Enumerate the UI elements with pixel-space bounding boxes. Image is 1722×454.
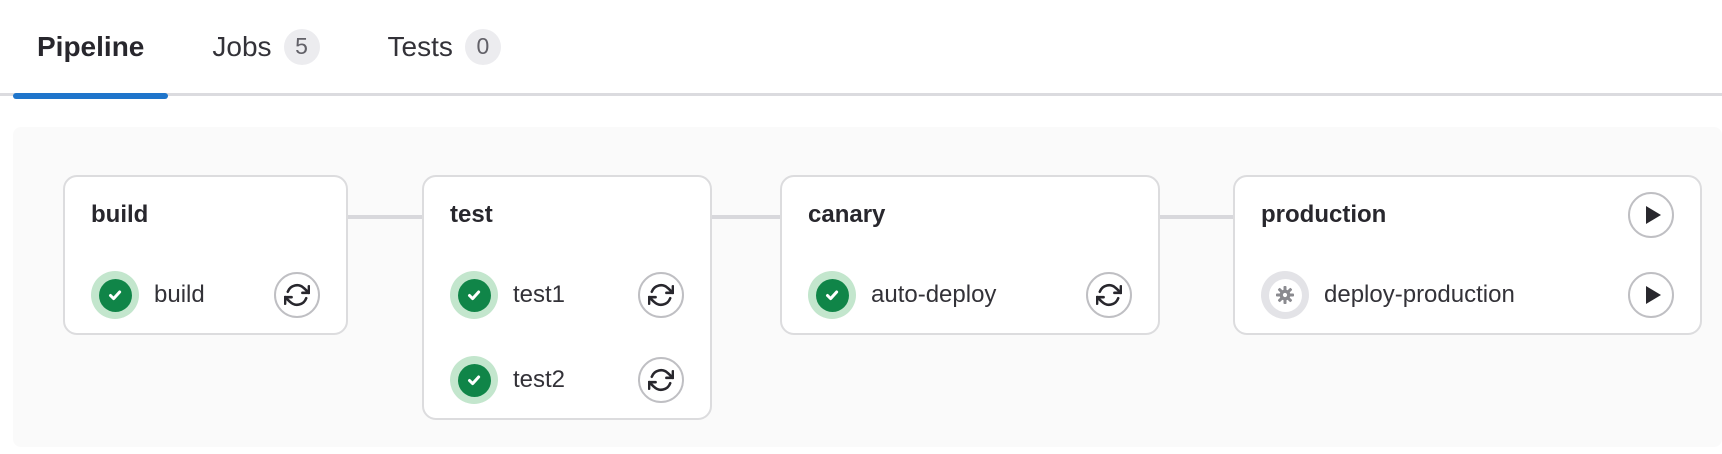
stage-card-canary: canary auto-deploy [780, 175, 1160, 335]
pipeline-graph-panel: build build test [13, 127, 1722, 447]
tests-count-badge: 0 [464, 28, 501, 65]
stage-title: build [91, 201, 149, 228]
job-link[interactable]: test1 [513, 281, 566, 308]
job-link[interactable]: build [154, 281, 205, 308]
retry-job-button[interactable] [638, 272, 684, 318]
job-row: auto-deploy [808, 271, 1132, 319]
retry-icon [648, 368, 674, 392]
retry-job-button[interactable] [274, 272, 320, 318]
job-row: build [91, 271, 320, 319]
job-row: test2 [450, 356, 684, 404]
stage-card-test: test test1 [422, 175, 712, 420]
stage-title: production [1261, 201, 1387, 228]
tab-pipeline-label: Pipeline [37, 30, 145, 62]
tab-tests[interactable]: Tests 0 [364, 0, 525, 95]
status-success-icon [91, 271, 139, 319]
play-icon [1645, 286, 1661, 304]
job-row: deploy-production [1261, 271, 1674, 319]
retry-icon [648, 283, 674, 307]
stage-title: test [450, 201, 493, 228]
retry-job-button[interactable] [1086, 272, 1132, 318]
status-success-icon [450, 271, 498, 319]
retry-icon [1096, 283, 1122, 307]
play-all-manual-jobs-button[interactable] [1628, 192, 1674, 238]
stage-title: canary [808, 201, 886, 228]
stage-card-production: production [1233, 175, 1702, 335]
connector-test-canary [712, 215, 780, 219]
jobs-count-badge: 5 [283, 28, 320, 65]
job-row: test1 [450, 271, 684, 319]
status-success-icon [808, 271, 856, 319]
status-success-icon [450, 356, 498, 404]
status-manual-icon [1261, 271, 1309, 319]
retry-job-button[interactable] [638, 357, 684, 403]
tab-jobs-label: Jobs [212, 30, 272, 62]
stage-card-build: build build [63, 175, 348, 335]
tab-jobs[interactable]: Jobs 5 [188, 0, 343, 95]
retry-icon [284, 283, 310, 307]
play-job-button[interactable] [1628, 272, 1674, 318]
gear-icon [1276, 286, 1294, 304]
play-icon [1645, 206, 1661, 224]
job-link[interactable]: test2 [513, 366, 566, 393]
tab-pipeline[interactable]: Pipeline [13, 0, 169, 99]
connector-build-test [348, 215, 422, 219]
connector-canary-production [1160, 215, 1233, 219]
tab-tests-label: Tests [387, 30, 453, 62]
pipeline-tab-bar: Pipeline Jobs 5 Tests 0 [0, 0, 1722, 99]
job-link[interactable]: auto-deploy [871, 281, 997, 308]
job-link[interactable]: deploy-production [1324, 281, 1515, 308]
